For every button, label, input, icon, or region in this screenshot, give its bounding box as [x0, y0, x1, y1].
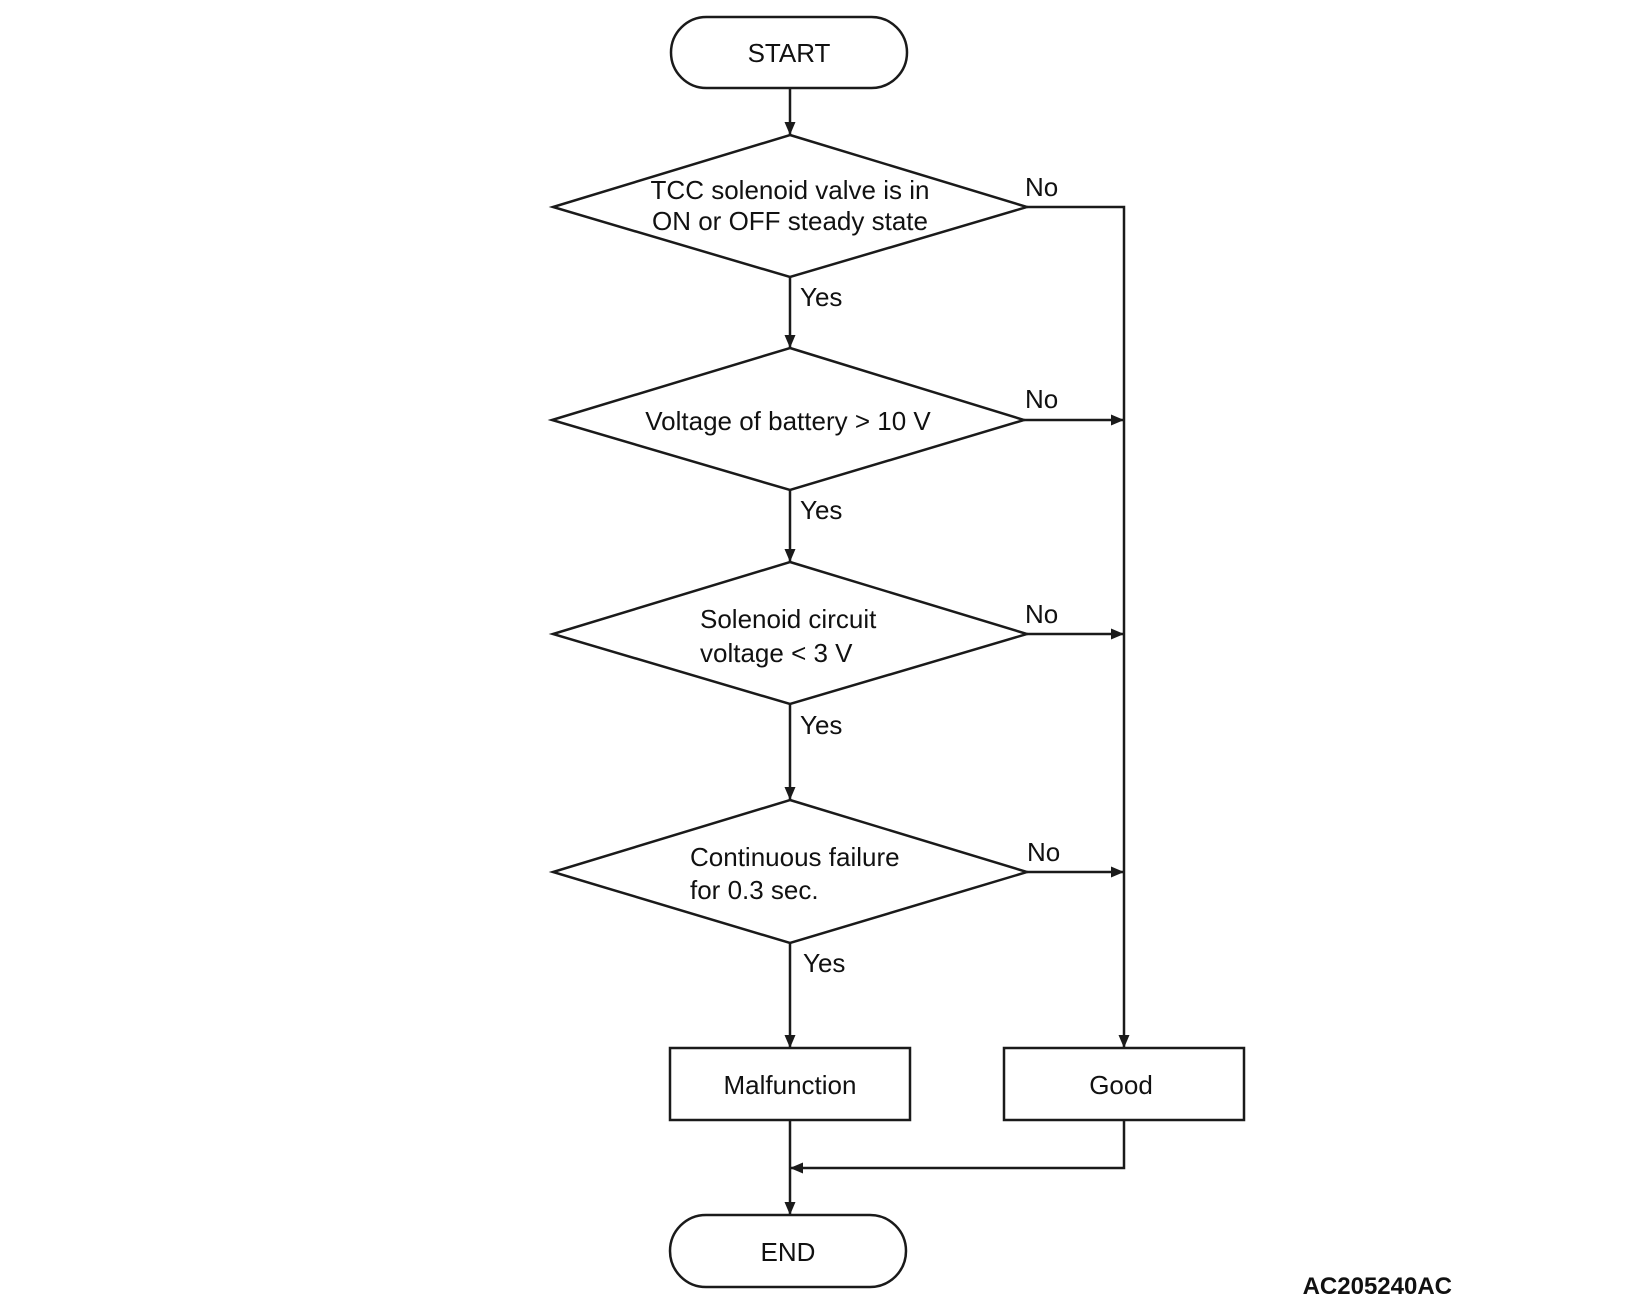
decision-2-no-label: No: [1025, 384, 1058, 414]
decision-1-line-1: TCC solenoid valve is in: [651, 175, 930, 205]
decision-4-line-1: Continuous failure: [690, 842, 900, 872]
decision-1-line-2: ON or OFF steady state: [652, 206, 928, 236]
start-label: START: [748, 38, 831, 68]
decision-3-no-label: No: [1025, 599, 1058, 629]
good-label: Good: [1089, 1070, 1153, 1100]
good-box: Good: [1002, 1046, 1246, 1122]
decision-3-yes-label: Yes: [800, 710, 842, 740]
malfunction-box: Malfunction: [668, 1046, 912, 1122]
connector-good-merge: [790, 1120, 1126, 1174]
decision-solenoid-circuit-voltage: Solenoid circuit voltage < 3 V: [548, 560, 1032, 706]
decision-tcc-solenoid-state: TCC solenoid valve is in ON or OFF stead…: [548, 133, 1032, 279]
decision-4-line-2: for 0.3 sec.: [690, 875, 819, 905]
end-terminator: END: [668, 1213, 908, 1289]
decision-continuous-failure: Continuous failure for 0.3 sec.: [548, 798, 1032, 945]
decision-1-yes-label: Yes: [800, 282, 842, 312]
decision-battery-voltage: Voltage of battery > 10 V: [547, 346, 1029, 492]
start-terminator: START: [669, 15, 909, 90]
malfunction-label: Malfunction: [724, 1070, 857, 1100]
reference-code: AC205240AC: [1303, 1273, 1452, 1300]
decision-2-yes-label: Yes: [800, 495, 842, 525]
decision-2-line-1: Voltage of battery > 10 V: [645, 406, 931, 436]
end-label: END: [761, 1237, 816, 1267]
decision-4-yes-label: Yes: [803, 948, 845, 978]
decision-1-no-label: No: [1025, 172, 1058, 202]
decision-3-line-2: voltage < 3 V: [700, 638, 853, 668]
decision-4-no-label: No: [1027, 837, 1060, 867]
connector-no-branch-bus: [1027, 205, 1130, 1048]
decision-3-line-1: Solenoid circuit: [700, 604, 877, 634]
